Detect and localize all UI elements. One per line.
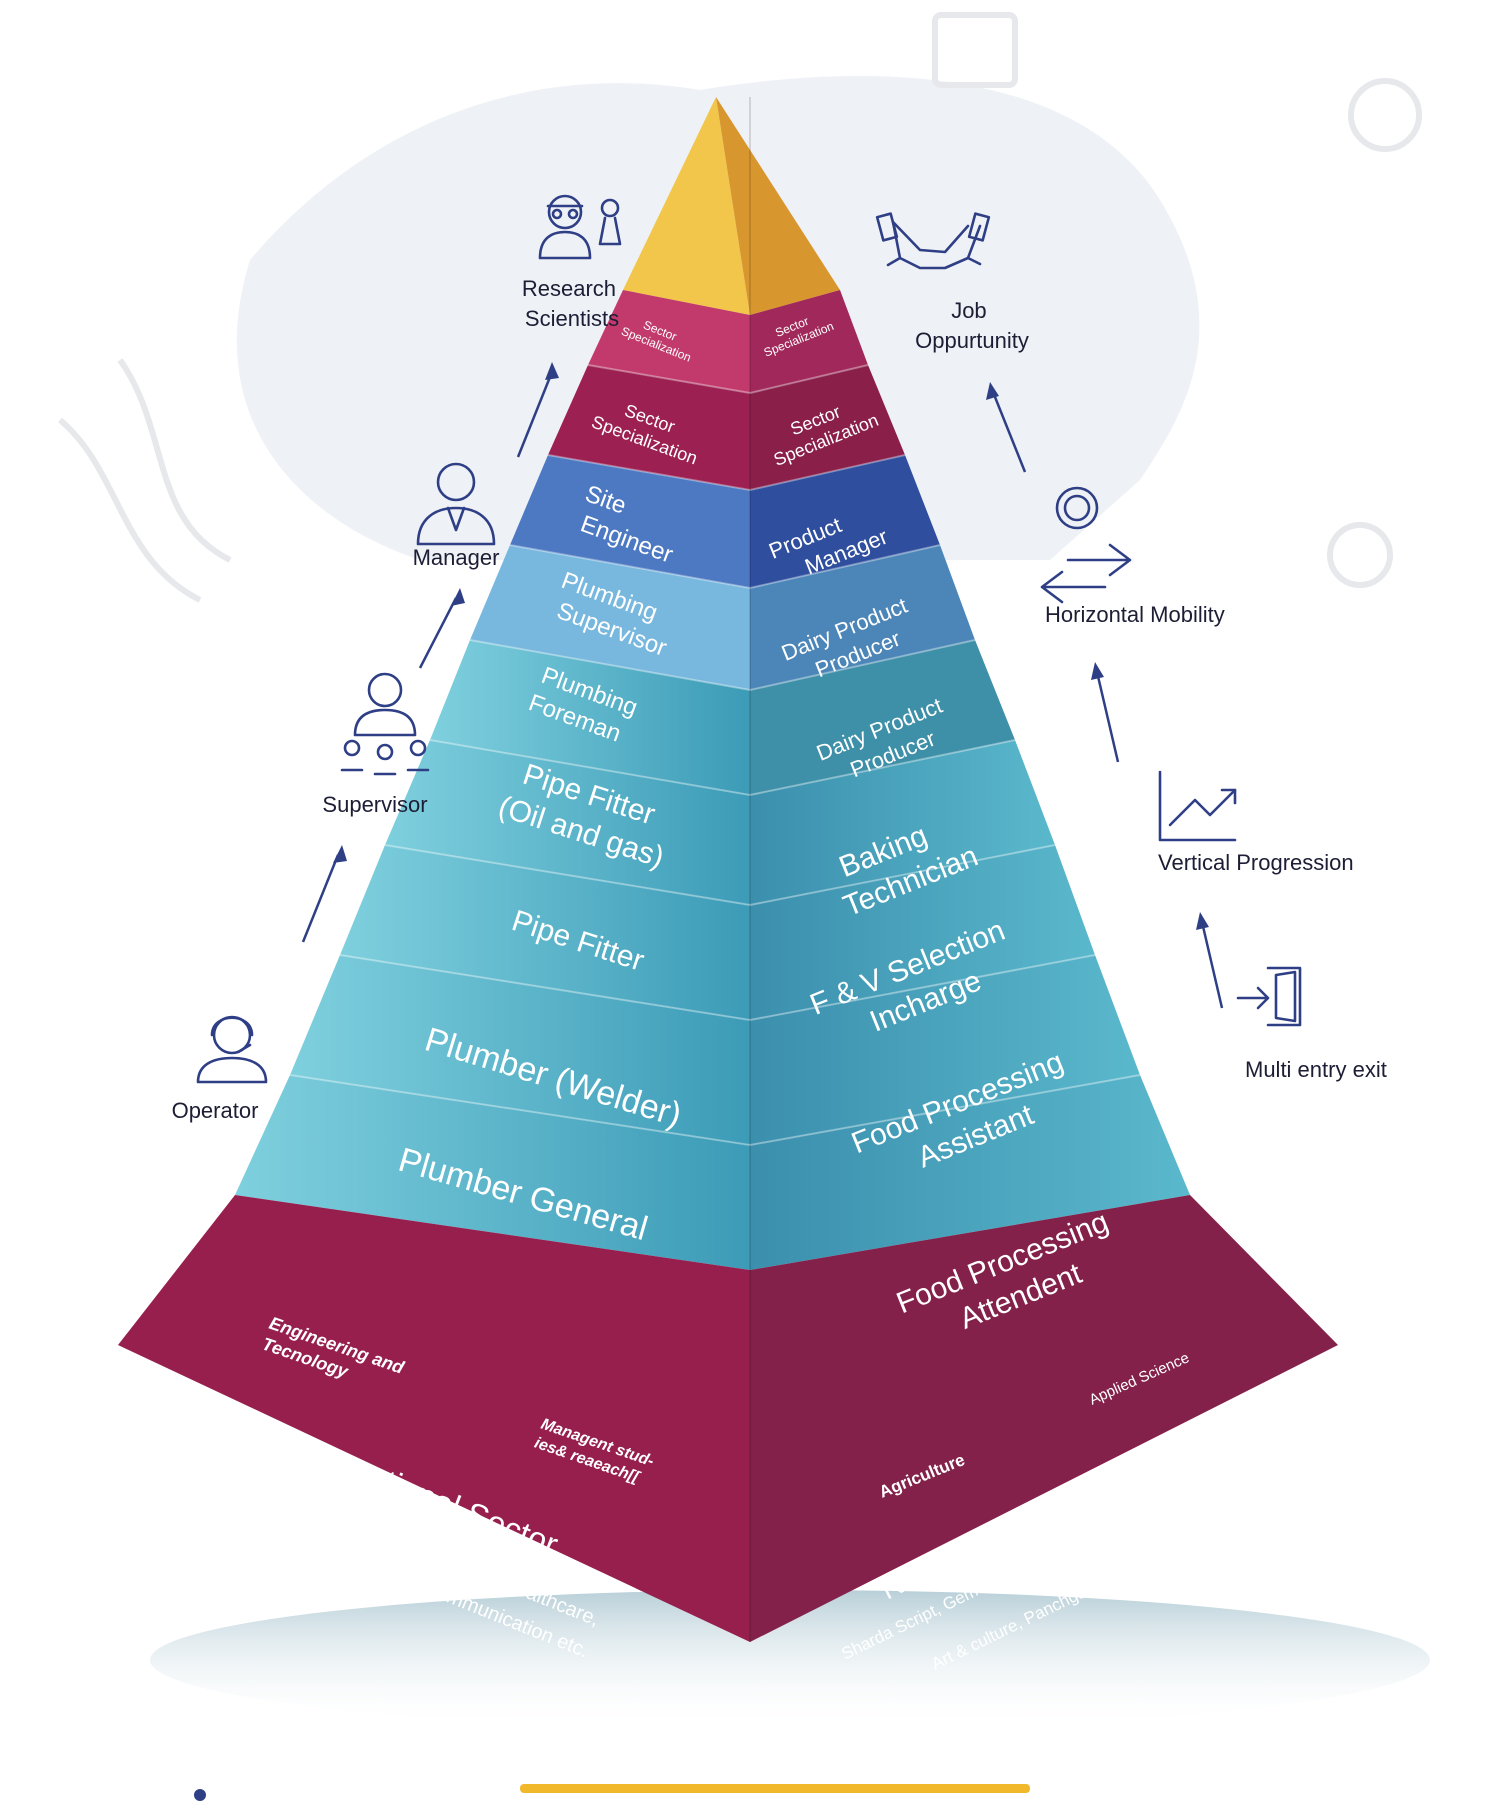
- vertical-progression-group: Vertical Progression: [1158, 770, 1354, 875]
- apex-right-face: [716, 97, 840, 315]
- tier9-left: [235, 1075, 750, 1270]
- tier8-right: [750, 955, 1140, 1145]
- background-decor: [58, 12, 1422, 603]
- door-enter-icon: [1236, 966, 1302, 1027]
- multi-entry-exit-label: Multi entry exit: [1245, 1057, 1387, 1082]
- manager-group: Manager: [413, 462, 500, 570]
- arrow-manager-to-research: [516, 371, 554, 458]
- arrow-multi-to-vertical: [1200, 921, 1224, 1009]
- research-scientists-group: Research Scientists: [522, 194, 622, 331]
- tier1-left: [588, 290, 750, 393]
- tier6-right: [750, 740, 1055, 905]
- bottom-accent-bar: [520, 1784, 1030, 1793]
- tier4-left: [470, 545, 750, 690]
- tier1-right: [750, 290, 868, 393]
- headset-operator-icon: [196, 1015, 268, 1084]
- tier4-right: [750, 545, 975, 690]
- arrow-head-vertical: [1196, 912, 1209, 930]
- tier2-left: [548, 365, 750, 490]
- arrow-vertical-to-horizontal: [1095, 671, 1120, 763]
- arrow-head-supervisor: [333, 845, 347, 863]
- manager-label: Manager: [413, 545, 500, 570]
- tier3-right: [750, 455, 940, 588]
- arrow-head-horizontal: [1091, 662, 1104, 680]
- arrow-supervisor-to-manager: [418, 597, 458, 669]
- arrow-operator-to-supervisor: [301, 854, 340, 943]
- supervisor-label: Supervisor: [322, 792, 427, 817]
- arrow-head-manager: [451, 588, 465, 606]
- tier2-right: [750, 365, 905, 490]
- arrow-mobility-to-job: [991, 391, 1027, 473]
- tier8-left: [290, 955, 750, 1145]
- operator-group: Operator: [172, 1015, 268, 1123]
- tier5-left: [430, 640, 750, 795]
- job-opportunity-group: Job Oppurtunity: [875, 212, 1029, 353]
- operator-label: Operator: [172, 1098, 259, 1123]
- supervisor-icon: [340, 672, 430, 776]
- mobility-gear-arrows-icon: [1040, 486, 1132, 604]
- vertical-progression-label: Vertical Progression: [1158, 850, 1354, 875]
- apex-left-face: [623, 97, 750, 315]
- corner-dot: [194, 1789, 206, 1801]
- floor-shadow: [150, 1590, 1430, 1730]
- base-left-face: [118, 1195, 750, 1642]
- supervisor-group: Supervisor: [322, 672, 430, 817]
- tier7-left: [340, 845, 750, 1020]
- horizontal-mobility-group: Horizontal Mobility: [1040, 486, 1225, 627]
- tier3-left: [510, 455, 750, 588]
- arrow-head-job: [986, 382, 999, 400]
- tier6-left: [385, 740, 750, 905]
- research-scientists-label: Research Scientists: [522, 276, 622, 331]
- horizontal-mobility-label: Horizontal Mobility: [1045, 602, 1225, 627]
- line-chart-up-icon: [1158, 770, 1237, 842]
- manager-icon: [416, 462, 496, 546]
- tier7-right: [750, 845, 1095, 1020]
- multi-entry-exit-group: Multi entry exit: [1236, 966, 1387, 1082]
- job-opportunity-label: Job Oppurtunity: [915, 298, 1029, 353]
- pyramid: [118, 97, 1338, 1642]
- base-right-face: [750, 1195, 1338, 1642]
- handshake-icon: [875, 212, 991, 270]
- tier9-right: [750, 1075, 1190, 1270]
- scientist-icon: [538, 194, 622, 260]
- tier5-right: [750, 640, 1015, 795]
- arrow-head-research: [545, 362, 559, 380]
